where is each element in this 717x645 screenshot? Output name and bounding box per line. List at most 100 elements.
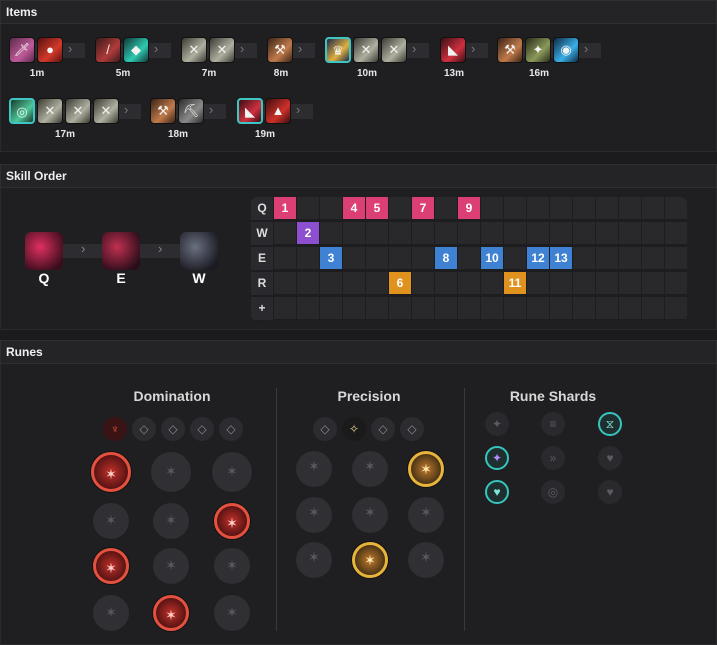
adaptive-force-icon-glyph: ✦	[491, 451, 503, 465]
hammer-icon-glyph: ⚒	[274, 42, 286, 57]
precision-rune-icon[interactable]: ✶	[408, 542, 444, 578]
skill-cell	[504, 297, 526, 319]
domination-rune-icon[interactable]: ✶	[93, 595, 129, 631]
adaptive-force-icon[interactable]: ✦	[485, 446, 509, 470]
domination-rune-icon[interactable]: ✶	[151, 452, 191, 492]
item-time: 16m	[528, 68, 549, 79]
precision-path-icon[interactable]: ◇	[132, 417, 156, 441]
pickaxe-icon[interactable]: ⛏	[178, 98, 204, 124]
skill-cell	[458, 272, 480, 294]
orb-icon[interactable]: ◉	[553, 37, 579, 63]
precision-rune-icon[interactable]: ✶	[296, 542, 332, 578]
runes-header: Runes	[0, 340, 717, 364]
helm-icon[interactable]: ▲	[265, 98, 291, 124]
crown-icon[interactable]: ♛	[325, 37, 351, 63]
skill-cell	[642, 297, 664, 319]
domination-rune-icon[interactable]: ✶	[93, 548, 129, 584]
boots-icon[interactable]: ◣	[440, 37, 466, 63]
sorcery-path-icon[interactable]: ◇	[161, 417, 185, 441]
domination-rune-icon[interactable]: ✶	[212, 452, 252, 492]
move-speed-icon[interactable]: »	[541, 446, 565, 470]
precision-rune-icon[interactable]: ✶	[352, 542, 388, 578]
eye-ward-icon[interactable]: ◎	[9, 98, 35, 124]
adaptive-force-icon[interactable]: ✦	[485, 412, 509, 436]
skill-cell	[481, 272, 503, 294]
sorcery-path-icon-glyph: ◇	[168, 422, 178, 436]
skill-cell	[458, 222, 480, 244]
skill-cell	[343, 222, 365, 244]
ability-haste-icon-glyph: ⧖	[605, 417, 615, 431]
precision-rune-icon[interactable]: ✶	[408, 497, 444, 533]
inspiration-path-icon[interactable]: ◇	[400, 417, 424, 441]
item-time: 10m	[356, 68, 377, 79]
domination-rune-icon[interactable]: ✶	[153, 503, 189, 539]
skill-level-marker: 11	[504, 272, 526, 294]
crossed-swords-icon[interactable]: ✕	[181, 37, 207, 63]
attack-speed-icon-glyph: ≡	[549, 417, 557, 431]
boots-icon[interactable]: ◣	[237, 98, 263, 124]
precision-rune-icon[interactable]: ✶	[352, 451, 388, 487]
crystal-icon-glyph: ◆	[131, 42, 141, 57]
crossed-swords-icon[interactable]: ✕	[381, 37, 407, 63]
item-group: ⚒⛏›18m	[150, 98, 228, 140]
domination-rune-icon[interactable]: ✶	[93, 503, 129, 539]
domination-icon[interactable]: ♆	[103, 417, 127, 441]
precision-rune-icon[interactable]: ✶	[408, 451, 444, 487]
precision-rune-icon[interactable]: ✶	[352, 497, 388, 533]
skill-row-plus: +	[251, 297, 687, 321]
crossed-swords-icon[interactable]: ✕	[209, 37, 235, 63]
crossed-swords-icon[interactable]: ✕	[37, 98, 63, 124]
precision-rune-icon[interactable]: ✶	[296, 451, 332, 487]
crystal-icon[interactable]: ◆	[123, 37, 149, 63]
resolve-path-icon[interactable]: ◇	[190, 417, 214, 441]
rune-glyph: ✶	[105, 466, 117, 482]
skill-cell	[619, 272, 641, 294]
skill-cell	[504, 197, 526, 219]
resolve-path-icon[interactable]: ◇	[371, 417, 395, 441]
domination-rune-icon[interactable]: ✶	[153, 548, 189, 584]
rune-glyph: ✶	[308, 504, 320, 520]
precision-rune-icon[interactable]: ✶	[296, 497, 332, 533]
hammer-icon-glyph: ⚒	[157, 103, 169, 118]
runes-title: Runes	[6, 345, 43, 359]
rune-glyph: ✶	[165, 607, 177, 623]
chevron-right-icon: ›	[584, 41, 589, 56]
ability-haste-icon[interactable]: ⧖	[598, 412, 622, 436]
health-icon[interactable]: ♥	[485, 480, 509, 504]
boots-icon-glyph: ◣	[448, 42, 458, 57]
inspiration-path-icon[interactable]: ◇	[219, 417, 243, 441]
attack-speed-icon[interactable]: ≡	[541, 412, 565, 436]
beast-icon[interactable]: ✦	[525, 37, 551, 63]
tenacity-icon[interactable]: ◎	[541, 480, 565, 504]
crossed-swords-icon[interactable]: ✕	[65, 98, 91, 124]
domination-path-icon[interactable]: ◇	[313, 417, 337, 441]
skill-order-header: Skill Order	[0, 164, 717, 188]
skill-cell	[274, 222, 296, 244]
skill-cell	[573, 272, 595, 294]
domination-rune-icon[interactable]: ✶	[91, 452, 131, 492]
domination-rune-icon[interactable]: ✶	[214, 548, 250, 584]
skill-level-marker: 5	[366, 197, 388, 219]
rune-glyph: ✶	[364, 458, 376, 474]
precision-icon[interactable]: ✧	[342, 417, 366, 441]
item-group: /◆›5m	[95, 37, 173, 79]
hammer-icon[interactable]: ⚒	[150, 98, 176, 124]
skill-key-label: W	[192, 270, 206, 286]
rune-glyph: ✶	[364, 552, 376, 568]
q-ability-icon	[25, 232, 63, 270]
health-scaling-icon[interactable]: ♥	[598, 446, 622, 470]
domination-rune-icon[interactable]: ✶	[214, 503, 250, 539]
potion-icon[interactable]: ●	[37, 37, 63, 63]
dagger-icon[interactable]: 🗡	[9, 37, 35, 63]
crossed-swords-icon[interactable]: ✕	[93, 98, 119, 124]
sword-icon[interactable]: /	[95, 37, 121, 63]
chevron-right-icon: ›	[154, 41, 159, 56]
domination-rune-icon[interactable]: ✶	[214, 595, 250, 631]
crossed-swords-icon[interactable]: ✕	[353, 37, 379, 63]
health-scaling-icon[interactable]: ♥	[598, 480, 622, 504]
hammer-icon[interactable]: ⚒	[267, 37, 293, 63]
skill-level-marker: 1	[274, 197, 296, 219]
domination-rune-icon[interactable]: ✶	[153, 595, 189, 631]
pickaxe-icon-glyph: ⛏	[182, 103, 200, 118]
hammer-icon[interactable]: ⚒	[497, 37, 523, 63]
